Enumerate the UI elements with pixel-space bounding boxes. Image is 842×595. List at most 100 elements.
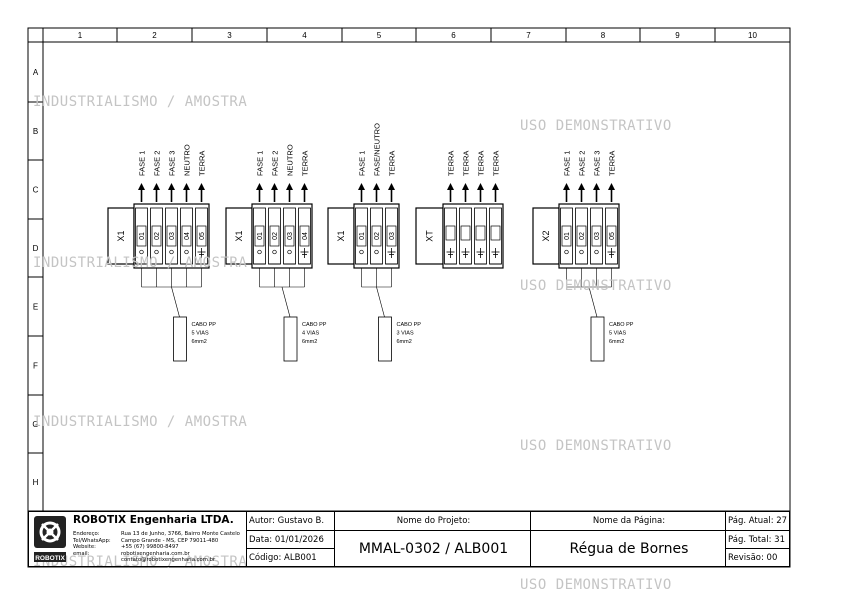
row-label: G bbox=[32, 420, 38, 429]
row-label: C bbox=[33, 186, 39, 195]
signal-arrow-head bbox=[608, 183, 615, 190]
signal-arrow-head bbox=[153, 183, 160, 190]
terminal-number-box bbox=[386, 225, 397, 247]
signal-label: FASE 2 bbox=[578, 151, 587, 176]
author: Autor: Gustavo B. bbox=[249, 516, 325, 526]
project-name-cell: MMAL-0302 / ALB001 bbox=[334, 530, 531, 567]
strip-tag: XT bbox=[425, 230, 435, 242]
cable-box bbox=[173, 316, 187, 362]
signal-label: TERRA bbox=[447, 151, 456, 176]
column-label: 9 bbox=[675, 31, 680, 40]
page-header-cell: Nome da Página: bbox=[530, 511, 726, 531]
watermark: USO DEMONSTRATIVO bbox=[520, 438, 672, 454]
terminal-number: 01 bbox=[564, 232, 571, 240]
terminal-number-box bbox=[356, 225, 367, 247]
current-page: Pág. Atual: 27 bbox=[728, 516, 788, 526]
column-label: 10 bbox=[748, 31, 757, 40]
email-value: contato@robotixengenharia.com.br bbox=[121, 557, 216, 563]
signal-label: TERRA bbox=[477, 151, 486, 176]
screw-symbol bbox=[374, 249, 379, 255]
signal-label: FASE 3 bbox=[593, 151, 602, 176]
terminal-number: 05 bbox=[609, 232, 616, 240]
project-header: Nome do Projeto: bbox=[396, 516, 471, 526]
cable-box bbox=[590, 316, 605, 362]
signal-label: FASE 1 bbox=[563, 151, 572, 176]
signal-arrow-head bbox=[447, 183, 454, 190]
cable-spec: 5 VIAS bbox=[609, 331, 626, 337]
signal-arrow-head bbox=[462, 183, 469, 190]
strip-tag-box bbox=[225, 207, 253, 265]
strip-tag: X1 bbox=[336, 230, 346, 241]
watermark: USO DEMONSTRATIVO bbox=[520, 278, 672, 294]
signal-label: NEUTRO bbox=[183, 144, 192, 176]
terminal-number: 03 bbox=[287, 232, 294, 240]
row-label: F bbox=[33, 362, 38, 371]
terminal-number: 02 bbox=[579, 232, 586, 240]
screw-symbol bbox=[139, 249, 144, 255]
strip-tag-box bbox=[107, 207, 135, 265]
cable-spec: 6mm2 bbox=[192, 339, 207, 345]
signal-label: FASE/NEUTRO bbox=[373, 123, 382, 176]
cable-spec: CABO PP bbox=[192, 322, 217, 328]
signal-arrow-head bbox=[578, 183, 585, 190]
cable-lead bbox=[588, 286, 598, 318]
terminal-number: 02 bbox=[272, 232, 279, 240]
strip-tag: X1 bbox=[116, 230, 126, 241]
signal-label: FASE 2 bbox=[271, 151, 280, 176]
signal-label: FASE 3 bbox=[168, 151, 177, 176]
terminal-number-box bbox=[284, 225, 295, 247]
cable-spec: 6mm2 bbox=[302, 339, 317, 345]
signal-label: TERRA bbox=[388, 151, 397, 176]
terminal-number-box bbox=[254, 225, 265, 247]
signal-label: TERRA bbox=[301, 151, 310, 176]
contact-values: Rua 13 de Junho, 3766, Bairro Monte Cast… bbox=[121, 531, 240, 564]
terminal-number-box bbox=[181, 225, 192, 247]
terminal-number-box bbox=[576, 225, 587, 247]
cable-lead bbox=[281, 286, 291, 318]
phone-value: +55 (67) 99800-8497 bbox=[121, 544, 179, 550]
cable-lead bbox=[171, 286, 180, 318]
cable-spec: CABO PP bbox=[397, 322, 422, 328]
strip-tag-box bbox=[327, 207, 355, 265]
author-cell: Autor: Gustavo B. bbox=[246, 511, 335, 531]
strip-tag-box bbox=[532, 207, 560, 265]
total-pages-cell: Pág. Total: 31 bbox=[725, 530, 790, 549]
signal-label: TERRA bbox=[462, 151, 471, 176]
terminal-number-box bbox=[299, 225, 310, 247]
signal-arrow-head bbox=[373, 183, 380, 190]
screw-symbol bbox=[184, 249, 189, 255]
revision: Revisão: 00 bbox=[728, 553, 778, 563]
terminal-number: 01 bbox=[359, 232, 366, 240]
screw-symbol bbox=[257, 249, 262, 255]
signal-arrow-head bbox=[168, 183, 175, 190]
code-cell: Código: ALB001 bbox=[246, 548, 335, 567]
signal-label: NEUTRO bbox=[286, 144, 295, 176]
screw-symbol bbox=[564, 249, 569, 255]
drawing-code: Código: ALB001 bbox=[249, 553, 317, 563]
screw-symbol bbox=[287, 249, 292, 255]
total-pages: Pág. Total: 31 bbox=[728, 535, 785, 545]
robotix-logo: ROBOTIX bbox=[33, 515, 67, 564]
earth-terminal-box bbox=[460, 225, 471, 241]
strip-tag: X2 bbox=[541, 230, 551, 241]
signal-label: TERRA bbox=[608, 151, 617, 176]
screw-symbol bbox=[272, 249, 277, 255]
strip-tag: X1 bbox=[234, 230, 244, 241]
signal-arrow-head bbox=[593, 183, 600, 190]
watermark: INDUSTRIALISMO / AMOSTRA bbox=[33, 414, 248, 430]
signal-label: FASE 1 bbox=[138, 151, 147, 176]
page-name: Régua de Bornes bbox=[569, 541, 689, 557]
signal-arrow-head bbox=[388, 183, 395, 190]
date: Data: 01/01/2026 bbox=[249, 535, 324, 545]
cable-box bbox=[378, 316, 392, 362]
terminal-number: 01 bbox=[139, 232, 146, 240]
screw-symbol bbox=[359, 249, 364, 255]
project-name: MMAL-0302 / ALB001 bbox=[358, 541, 509, 557]
column-label: 2 bbox=[152, 31, 157, 40]
signal-label: FASE 2 bbox=[153, 151, 162, 176]
signal-arrow-head bbox=[301, 183, 308, 190]
